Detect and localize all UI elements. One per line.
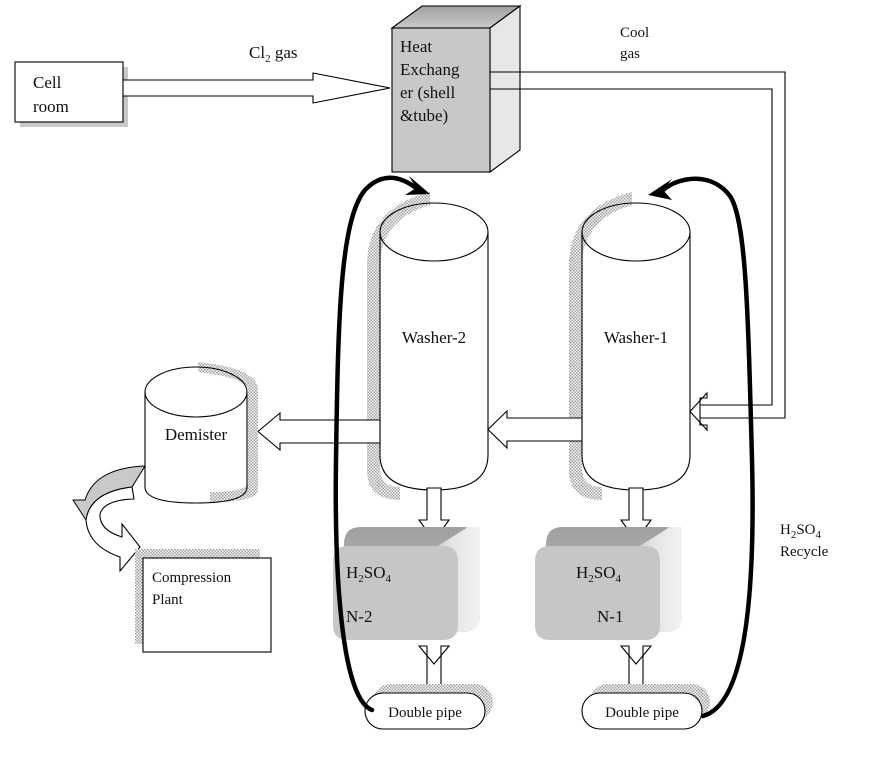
cl2-label-tail: gas [271, 43, 298, 62]
heat-exchanger-front-face [391, 27, 491, 173]
h2so4-n2-stage: N-2 [346, 607, 372, 626]
washer-1-top-ellipse [581, 202, 691, 262]
cool-gas-label-line1: Cool [620, 25, 649, 41]
h2so4-n1-stage: N-1 [597, 607, 623, 626]
recycle-curve-1-arrowhead [648, 179, 672, 200]
double-pipe-1-box [581, 692, 703, 730]
recycle-curve-washer-1 [648, 176, 755, 719]
recycle-curve-washer-2 [333, 175, 430, 713]
cool-gas-arrowhead [689, 391, 708, 432]
double-pipe-1-label: Double pipe [605, 705, 679, 721]
heat-exchanger-label-line3: er (shell [400, 83, 456, 102]
compression-plant-label-line1: Compression [152, 570, 232, 586]
demister-label: Demister [165, 425, 228, 444]
washer-2-node[interactable]: Washer-2 [367, 192, 489, 500]
demister-shadow [198, 362, 258, 502]
h2so4-n1-front-face [535, 546, 660, 640]
h2so4-recycle-label: H2SO4 Recycle [780, 522, 829, 560]
washer2-to-demister-arrow [257, 411, 381, 452]
washer-1-node[interactable]: Washer-1 [569, 192, 691, 500]
washer-2-label: Washer-2 [402, 328, 466, 347]
cl2-label-main: Cl [249, 43, 265, 62]
cell-room-box [14, 61, 124, 123]
demister-node[interactable]: Demister [144, 362, 258, 504]
cool-gas-label-line2: gas [620, 46, 640, 62]
compression-plant-label-line2: Plant [152, 592, 184, 608]
cool-gas-label: Cool gas [620, 25, 649, 62]
recycle-curve-2-path [333, 175, 419, 713]
h2so4-n2-node[interactable]: H2SO4 N-2 [333, 527, 480, 640]
recycle-curve-2-arrowhead [405, 176, 430, 195]
h2so4-n2-formula: H2SO4 [346, 563, 392, 585]
washer1-to-washer2-block-arrow [487, 409, 583, 450]
compression-plant-node[interactable]: Compression Plant [135, 549, 272, 653]
heat-exchanger-label-line4: &tube) [400, 106, 448, 125]
cell-room-node[interactable]: Cell room [14, 61, 128, 127]
washer1-to-washer2-arrow [487, 409, 583, 450]
washer2-to-demister-block-arrow [257, 411, 381, 452]
h2so4-recycle-formula: H2SO4 [780, 522, 822, 541]
cl2-gas-arrow [122, 72, 391, 104]
double-pipe-1-node[interactable]: Double pipe [581, 684, 710, 730]
svg-text:Cl2 gas: Cl2 gas [249, 43, 297, 65]
double-pipe-2-label: Double pipe [388, 705, 462, 721]
heat-exchanger-node[interactable]: Heat Exchang er (shell &tube) [390, 4, 522, 174]
heat-exchanger-label-line2: Exchang [400, 60, 460, 79]
cell-room-label-line1: Cell [33, 73, 62, 92]
heat-exchanger-label-line1: Heat [400, 37, 432, 56]
washer-2-body [379, 232, 489, 491]
double-pipe-2-node[interactable]: Double pipe [364, 684, 493, 730]
double-pipe-2-box [364, 692, 486, 730]
recycle-curve-1-path [660, 176, 755, 719]
washer-2-top-ellipse [379, 202, 489, 262]
h2so4-n2-front-face [333, 546, 458, 640]
washer-1-label: Washer-1 [604, 328, 668, 347]
cool-gas-pipe [490, 71, 786, 432]
washer-1-body [581, 232, 691, 491]
demister-to-compression-arrow [72, 465, 146, 573]
demister-body [144, 392, 248, 504]
cl2-gas-block-arrow-shape [122, 72, 391, 104]
demister-top-ellipse [144, 366, 248, 418]
h2so4-n1-formula: H2SO4 [576, 563, 622, 585]
cell-room-label-line2: room [33, 97, 69, 116]
h2so4-recycle-line2: Recycle [780, 544, 829, 560]
cl2-gas-label: Cl2 gas [249, 43, 297, 65]
cl2-label-sub: 2 [265, 53, 271, 65]
cool-gas-pipe-outer [490, 71, 786, 419]
curved-arrow-lower-band [85, 486, 141, 573]
compression-plant-box [142, 557, 272, 653]
cool-gas-pipe-inner [490, 88, 773, 406]
h2so4-n1-node[interactable]: H2SO4 N-1 [535, 527, 682, 640]
